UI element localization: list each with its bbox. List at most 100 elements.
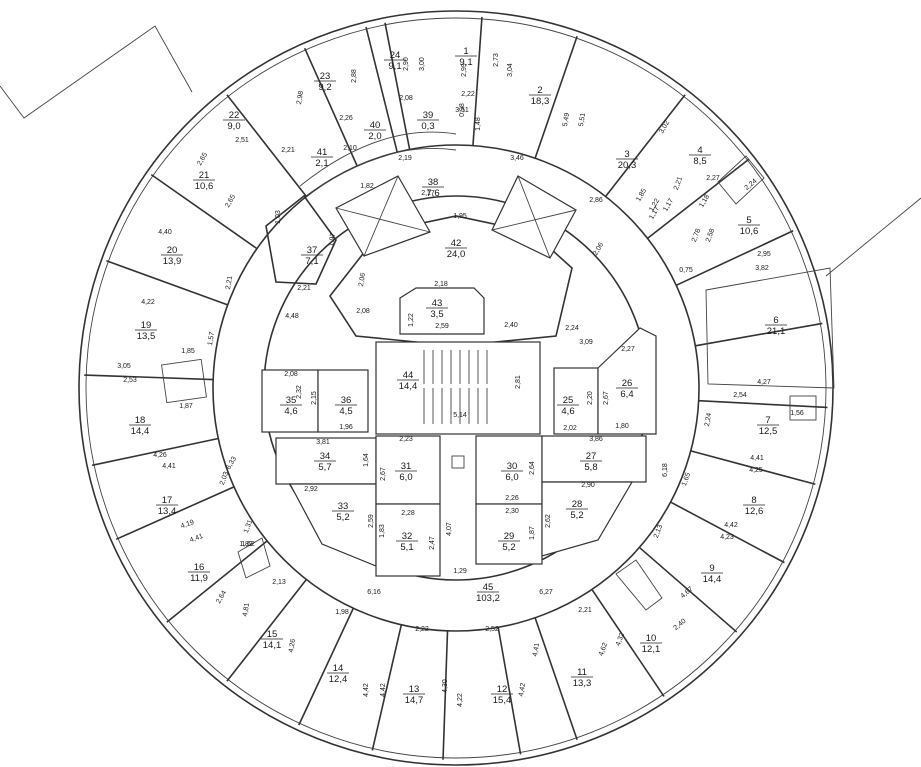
dimension-label: 4,41 xyxy=(162,463,176,470)
room-number: 6 xyxy=(773,315,778,326)
room-1: 19,1 xyxy=(455,46,477,68)
dimension-label: 2,18 xyxy=(434,281,448,288)
dimension-label: 4,67 xyxy=(680,586,695,600)
room-8: 812,6 xyxy=(743,495,765,517)
room-number: 18 xyxy=(135,415,146,426)
room-area: 6,4 xyxy=(620,389,633,400)
radial-wall-18 xyxy=(226,578,308,682)
room-27: 275,8 xyxy=(580,451,602,473)
stair-treads xyxy=(423,350,488,424)
dimension-label: 4,32 xyxy=(615,632,626,647)
dimension-label: 2,54 xyxy=(733,392,747,399)
room-31: 316,0 xyxy=(395,461,417,483)
room-area: 9,1 xyxy=(388,61,401,72)
room-number: 29 xyxy=(504,531,515,542)
room-area: 9,1 xyxy=(459,57,472,68)
lift-shaft-left xyxy=(335,175,431,257)
room-41: 412,1 xyxy=(311,147,333,169)
dimension-label: 2,67 xyxy=(380,467,387,481)
room-33-outline xyxy=(289,483,377,567)
room-area: 4,6 xyxy=(284,406,297,417)
room-area: 5,2 xyxy=(502,542,515,553)
room-7-nook xyxy=(789,395,817,421)
dimension-label: 4,42 xyxy=(518,682,527,697)
room-number: 23 xyxy=(320,71,331,82)
dimension-label: 4,19 xyxy=(180,519,195,530)
site-boundary-left xyxy=(0,25,193,119)
dimension-label: 2,08 xyxy=(284,371,298,378)
room-number: 34 xyxy=(320,451,331,462)
dimension-label: 4,41 xyxy=(189,533,204,544)
room-area: 5,8 xyxy=(584,462,597,473)
dimension-label: 1,64 xyxy=(363,453,370,467)
room-number: 7 xyxy=(765,415,770,426)
radial-wall-7 xyxy=(695,322,823,347)
radial-wall-24 xyxy=(150,173,258,250)
room-number: 44 xyxy=(403,370,414,381)
dimension-label: 2,52 xyxy=(485,626,499,633)
room-number: 38 xyxy=(428,177,439,188)
room-4: 48,5 xyxy=(689,145,711,167)
room-22: 229,0 xyxy=(223,110,245,132)
room-number: 35 xyxy=(286,395,297,406)
dimension-label: 1,96 xyxy=(339,424,353,431)
dimension-label: 3,81 xyxy=(316,439,330,446)
dimension-label: 2,32 xyxy=(296,385,303,399)
dimension-label: 2,59 xyxy=(435,323,449,330)
dimension-label: 4,25 xyxy=(749,467,763,474)
room-area: 14,7 xyxy=(405,695,424,706)
dimension-label: 2,58 xyxy=(705,228,716,243)
dimension-label: 4,26 xyxy=(153,452,167,459)
dimension-label: 2,26 xyxy=(339,115,353,122)
room-36-outline xyxy=(317,369,369,433)
radial-wall-27 xyxy=(384,22,411,150)
dimension-label: 2,78 xyxy=(691,228,702,243)
dimension-label: 2,20 xyxy=(587,391,594,405)
dimension-label: 0,98 xyxy=(459,103,466,117)
room-9: 914,4 xyxy=(701,563,723,585)
room-43-outline xyxy=(399,287,485,335)
dimension-label: 3,82 xyxy=(755,265,769,272)
dimension-label: 2,08 xyxy=(356,308,370,315)
room-32: 325,1 xyxy=(396,531,418,553)
dimension-label: 4,42 xyxy=(724,522,738,529)
room-3: 320,3 xyxy=(616,149,638,171)
radial-partitions xyxy=(84,16,828,760)
dimension-label: 2,24 xyxy=(565,325,579,332)
dimension-label: 3,09 xyxy=(579,339,593,346)
dimension-label: 4,42 xyxy=(363,683,370,697)
room-32-outline xyxy=(375,503,441,577)
room-10-nook xyxy=(615,559,663,611)
radial-wall-3 xyxy=(534,36,578,159)
dimension-label: 6,33 xyxy=(225,456,238,471)
dimension-label: 1,82 xyxy=(360,183,374,190)
dimension-label: 2,30 xyxy=(505,508,519,515)
room-area: 12,6 xyxy=(745,506,764,517)
room-area: 4,5 xyxy=(339,406,352,417)
stair-block-44 xyxy=(375,341,541,435)
room-number: 32 xyxy=(402,531,413,542)
room-37-outline xyxy=(265,194,337,285)
dimension-label: 1,17 xyxy=(662,198,675,213)
dimension-label: 4,42 xyxy=(380,683,387,697)
dimension-label: 1,18 xyxy=(698,194,711,209)
dimension-label: 2,64 xyxy=(215,590,228,605)
room-35: 354,6 xyxy=(280,395,302,417)
radial-wall-17 xyxy=(298,607,355,726)
dimension-label: 4,62 xyxy=(598,642,609,657)
room-28: 285,2 xyxy=(566,499,588,521)
radial-wall-4 xyxy=(604,94,686,198)
dimension-label: 2,26 xyxy=(505,495,519,502)
dimension-label: 1,85 xyxy=(635,188,648,203)
dimension-label: 4,26 xyxy=(288,638,297,653)
dimension-label: 1,03 xyxy=(275,210,282,224)
dimension-label: 1,83 xyxy=(379,524,386,538)
dimension-label: 1,80 xyxy=(615,423,629,430)
wc-band-arc xyxy=(299,131,457,187)
dimension-label: 1,95 xyxy=(453,213,467,220)
dimension-label: 3,02 xyxy=(658,120,671,135)
